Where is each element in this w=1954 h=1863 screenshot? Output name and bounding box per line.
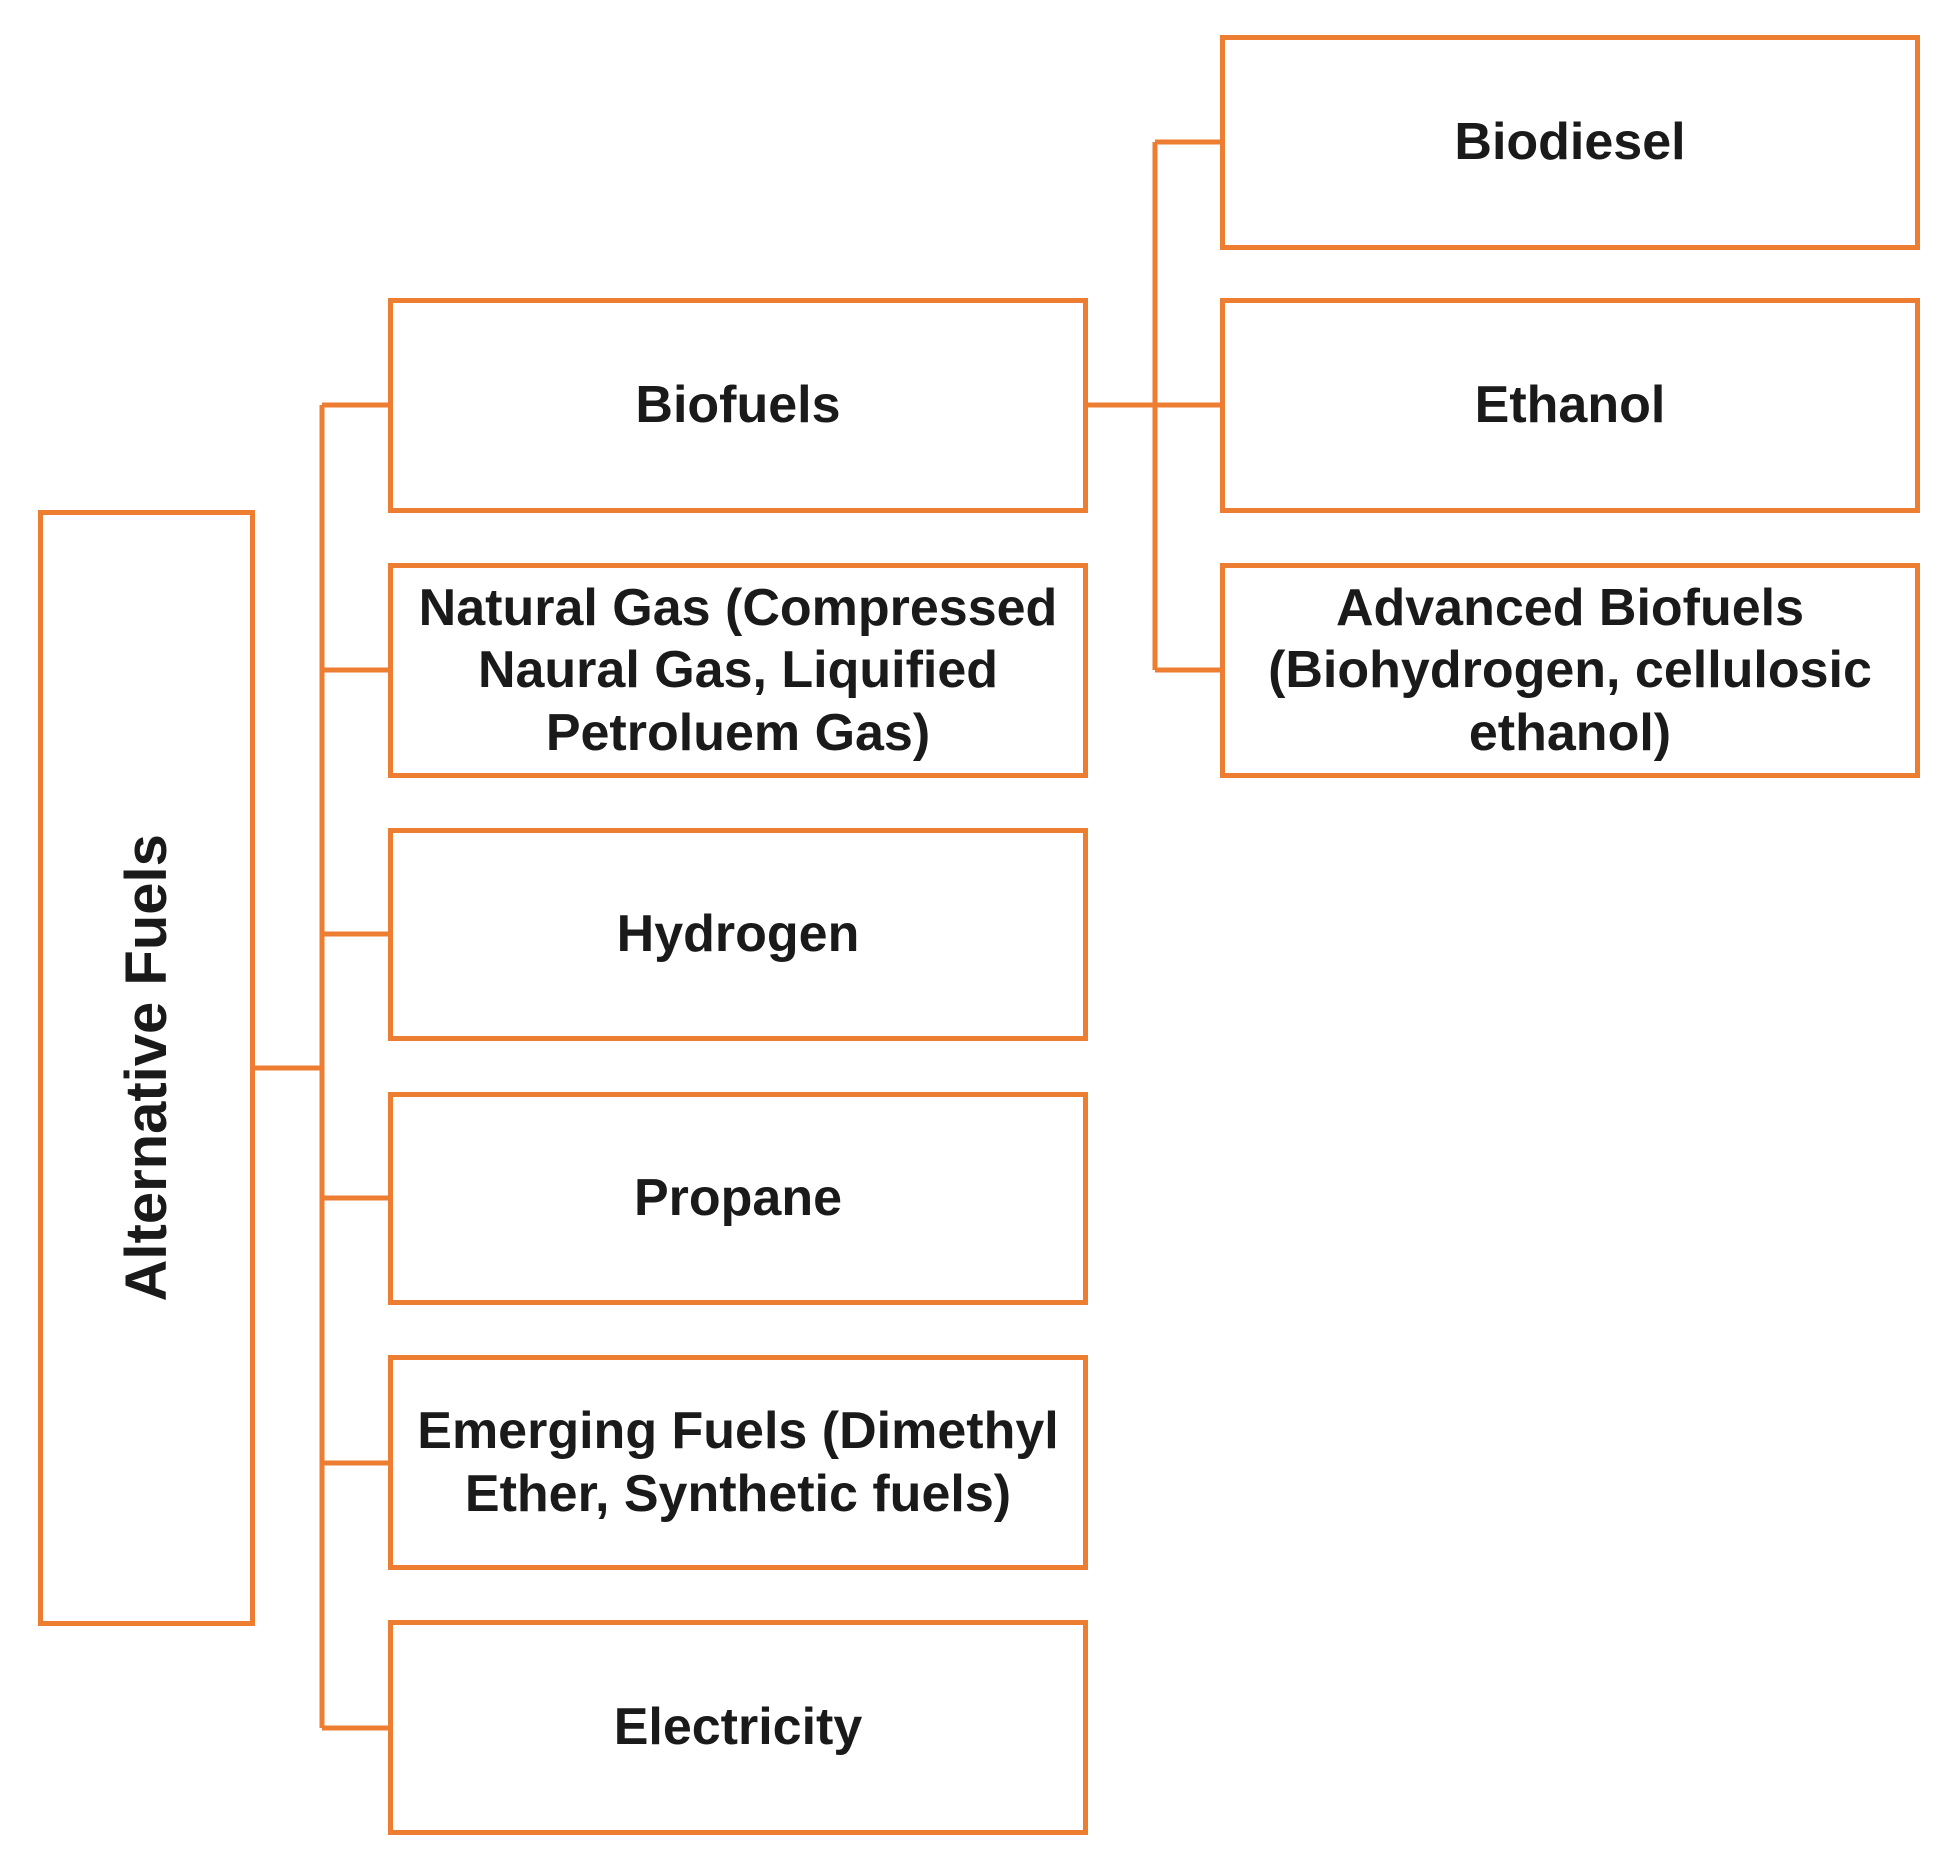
node-natural-gas-line-3: Petroluem Gas) bbox=[545, 703, 931, 762]
node-propane-label: Propane bbox=[633, 1169, 843, 1228]
node-biodiesel: Biodiesel bbox=[1220, 35, 1920, 250]
node-hydrogen: Hydrogen bbox=[388, 828, 1088, 1041]
node-emerging-fuels: Emerging Fuels (Dimethyl Ether, Syntheti… bbox=[388, 1355, 1088, 1570]
node-emerging-fuels-line-2: Ether, Synthetic fuels) bbox=[464, 1464, 1012, 1523]
node-electricity: Electricity bbox=[388, 1620, 1088, 1835]
node-biodiesel-label: Biodiesel bbox=[1454, 113, 1686, 172]
node-advanced-biofuels-line-2: (Biohydrogen, cellulosic bbox=[1268, 641, 1872, 700]
node-biofuels: Biofuels bbox=[388, 298, 1088, 513]
root-node-alternative-fuels: Alternative Fuels bbox=[38, 510, 255, 1626]
node-electricity-label: Electricity bbox=[613, 1698, 863, 1757]
node-ethanol-label: Ethanol bbox=[1474, 376, 1666, 435]
node-hydrogen-label: Hydrogen bbox=[616, 905, 860, 964]
node-advanced-biofuels-line-3: ethanol) bbox=[1468, 703, 1672, 762]
node-natural-gas-line-1: Natural Gas (Compressed bbox=[418, 578, 1058, 637]
root-label: Alternative Fuels bbox=[113, 834, 179, 1302]
node-natural-gas: Natural Gas (Compressed Naural Gas, Liqu… bbox=[388, 563, 1088, 778]
node-biofuels-label: Biofuels bbox=[635, 376, 841, 435]
node-propane: Propane bbox=[388, 1092, 1088, 1305]
node-ethanol: Ethanol bbox=[1220, 298, 1920, 513]
node-advanced-biofuels-line-1: Advanced Biofuels bbox=[1335, 578, 1805, 637]
node-natural-gas-line-2: Naural Gas, Liquified bbox=[477, 641, 999, 700]
node-advanced-biofuels: Advanced Biofuels (Biohydrogen, cellulos… bbox=[1220, 563, 1920, 778]
node-emerging-fuels-line-1: Emerging Fuels (Dimethyl bbox=[417, 1402, 1059, 1461]
